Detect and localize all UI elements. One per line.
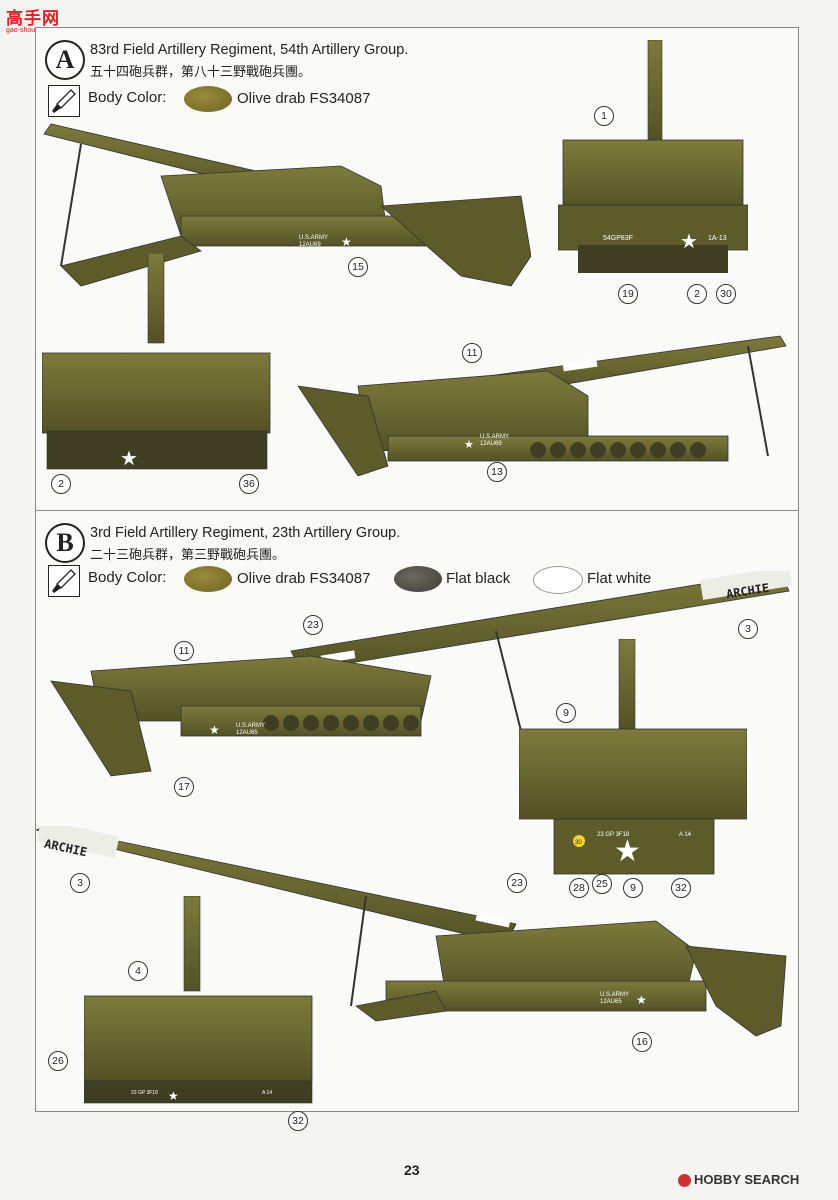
callout-17: 17 xyxy=(174,777,194,797)
callout-19: 19 xyxy=(618,284,638,304)
svg-text:★: ★ xyxy=(680,231,698,253)
callout-4: 4 xyxy=(128,961,148,981)
vehicle-side-view-right: U.S.ARMY 12AU69 ★ xyxy=(298,335,787,476)
paintbrush-icon xyxy=(48,565,80,597)
callout-2: 2 xyxy=(687,284,707,304)
side-code: 12AU65 xyxy=(236,730,258,736)
side-code-2: 12AU69 xyxy=(480,441,502,447)
flat-white-swatch xyxy=(533,566,583,594)
scheme-b-panel: B 3rd Field Artillery Regiment, 23th Art… xyxy=(35,510,799,1131)
callout-28: 28 xyxy=(569,878,589,898)
callout-9: 9 xyxy=(556,703,576,723)
body-color-label: Body Color: xyxy=(88,89,167,106)
svg-text:★: ★ xyxy=(120,448,138,470)
front-right-marking: A 14 xyxy=(262,1090,272,1096)
page-number: 23 xyxy=(404,1162,420,1178)
rear-left-marking: 23 GP 3F18 xyxy=(597,832,630,838)
callout-13: 13 xyxy=(487,462,507,482)
color-name-olive: Olive drab FS34087 xyxy=(237,570,371,587)
scheme-title-en: 3rd Field Artillery Regiment, 23th Artil… xyxy=(90,525,401,541)
watermark-text: HOBBY SEARCH xyxy=(694,1172,800,1187)
watermark: HOBBY SEARCH xyxy=(678,1172,800,1188)
vehicle-side-view-top: U.S.ARMY 12AU65 ★ xyxy=(50,571,793,777)
rear-left-marking: 54GP83F xyxy=(603,235,633,242)
rear-right-marking: A 14 xyxy=(679,832,692,838)
olive-drab-swatch xyxy=(184,566,232,592)
scheme-letter: B xyxy=(45,523,85,563)
body-color-label: Body Color: xyxy=(88,569,167,586)
site-logo-url: gao-shou.com xyxy=(6,27,51,34)
svg-text:★: ★ xyxy=(341,235,352,249)
rear-right-marking: 1A-13 xyxy=(708,235,727,242)
vehicle-side-view-left: U.S.ARMY 12AU69 ★ xyxy=(43,123,531,287)
svg-text:★: ★ xyxy=(209,723,220,737)
svg-text:★: ★ xyxy=(636,993,647,1007)
flat-black-swatch xyxy=(394,566,442,592)
vehicle-rear-view: 54GP83F 1A-13 ★ xyxy=(558,40,748,273)
callout-1: 1 xyxy=(594,106,614,126)
usa-marking-2: U.S.ARMY xyxy=(480,434,509,440)
side-code: 12AU69 xyxy=(299,242,321,248)
usa-marking: U.S.ARMY xyxy=(236,723,265,729)
callout-3: 3 xyxy=(738,619,758,639)
svg-text:★: ★ xyxy=(464,439,474,451)
scheme-title: 3rd Field Artillery Regiment, 23th Artil… xyxy=(90,525,400,563)
callout-26: 26 xyxy=(48,1051,68,1071)
callout-23-bottom: 23 xyxy=(507,873,527,893)
callout-9-bottom: 9 xyxy=(623,878,643,898)
svg-text:★: ★ xyxy=(614,835,641,868)
callout-2-front: 2 xyxy=(51,474,71,494)
usa-marking: U.S.ARMY xyxy=(299,235,328,241)
vehicle-rear-view: 30 23 GP 3F18 A 14 ★ xyxy=(519,639,747,875)
number-marking: 30 xyxy=(575,840,582,846)
color-name: Olive drab FS34087 xyxy=(237,90,371,107)
scheme-title-cn: 二十三砲兵群，第三野戰砲兵團。 xyxy=(90,548,286,563)
vehicle-front-view: 23 GP 3F18 A 14 ★ xyxy=(84,896,313,1104)
scheme-letter: A xyxy=(45,40,85,80)
callout-32: 32 xyxy=(671,878,691,898)
color-name-white: Flat white xyxy=(587,570,652,587)
site-logo-text: 高手网 xyxy=(6,9,60,29)
callout-11: 11 xyxy=(462,343,482,363)
callout-11: 11 xyxy=(174,641,194,661)
callout-25: 25 xyxy=(592,874,612,894)
vehicle-front-view: ★ xyxy=(42,253,271,470)
callout-16: 16 xyxy=(632,1032,652,1052)
callout-30: 30 xyxy=(716,284,736,304)
side-code-2: 12AU65 xyxy=(600,999,622,1005)
hobby-search-logo-icon xyxy=(678,1174,691,1188)
vehicle-side-view-bottom: U.S.ARMY 12AU65 ★ xyxy=(36,826,787,1037)
olive-drab-swatch xyxy=(184,86,232,112)
scheme-title-en: 83rd Field Artillery Regiment, 54th Arti… xyxy=(90,42,409,58)
callout-23: 23 xyxy=(303,615,323,635)
svg-text:★: ★ xyxy=(168,1089,179,1103)
callout-32-front: 32 xyxy=(288,1111,308,1131)
scheme-title-cn: 五十四砲兵群，第八十三野戰砲兵團。 xyxy=(90,65,312,80)
callout-3-bottom: 3 xyxy=(70,873,90,893)
scheme-a-panel: A 83rd Field Artillery Regiment, 54th Ar… xyxy=(35,27,799,511)
scheme-title: 83rd Field Artillery Regiment, 54th Arti… xyxy=(90,42,408,80)
usa-marking-2: U.S.ARMY xyxy=(600,992,629,998)
front-left-marking: 23 GP 3F18 xyxy=(131,1090,158,1096)
site-logo: 高手网 gao-shou.com xyxy=(6,4,68,38)
callout-36: 36 xyxy=(239,474,259,494)
callout-15: 15 xyxy=(348,257,368,277)
paintbrush-icon xyxy=(48,85,80,117)
color-name-black: Flat black xyxy=(446,570,511,587)
